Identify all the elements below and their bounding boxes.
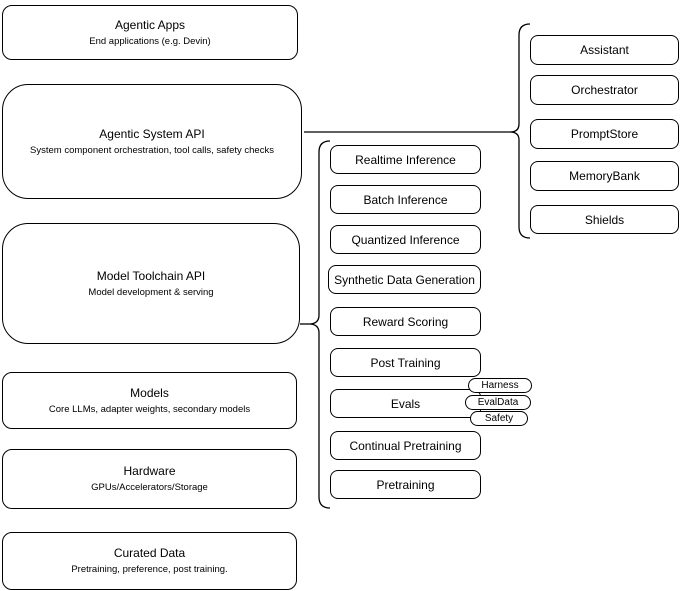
node-subtitle: Pretraining, preference, post training.: [71, 564, 228, 575]
node-subtitle: Core LLMs, adapter weights, secondary mo…: [48, 403, 251, 415]
node-title: Models: [130, 385, 169, 400]
node-memorybank: MemoryBank: [530, 161, 679, 191]
node-synthetic-data-generation: Synthetic Data Generation: [328, 265, 481, 294]
node-quantized-inference: Quantized Inference: [330, 225, 481, 254]
node-subtitle: End applications (e.g. Devin): [89, 35, 211, 47]
node-model-toolchain-api: Model Toolchain API Model development & …: [2, 223, 300, 344]
toolchain-brace: [308, 140, 331, 509]
node-evals: Evals: [330, 389, 481, 418]
node-title: Model Toolchain API: [96, 268, 206, 283]
node-promptstore: PromptStore: [530, 119, 679, 149]
node-hardware: Hardware GPUs/Accelerators/Storage: [2, 449, 297, 509]
tag-safety: Safety: [470, 411, 528, 426]
node-orchestrator: Orchestrator: [530, 75, 679, 105]
node-title: Hardware: [123, 464, 176, 478]
node-subtitle: Model development & serving: [88, 286, 214, 298]
node-subtitle: GPUs/Accelerators/Storage: [91, 482, 208, 493]
node-post-training: Post Training: [330, 348, 481, 377]
node-title: Agentic System API: [99, 126, 205, 141]
node-assistant: Assistant: [530, 35, 679, 65]
node-pretraining: Pretraining: [330, 470, 481, 499]
tag-evaldata: EvalData: [465, 395, 531, 410]
node-curated-data: Curated Data Pretraining, preference, po…: [2, 532, 297, 590]
node-batch-inference: Batch Inference: [330, 185, 481, 214]
node-agentic-apps: Agentic Apps End applications (e.g. Devi…: [2, 5, 298, 60]
node-agentic-system-api: Agentic System API System component orch…: [2, 84, 302, 199]
node-subtitle: System component orchestration, tool cal…: [30, 144, 274, 156]
node-realtime-inference: Realtime Inference: [330, 145, 481, 174]
node-title: Agentic Apps: [114, 17, 186, 32]
node-reward-scoring: Reward Scoring: [330, 307, 481, 336]
node-title: Curated Data: [113, 546, 186, 560]
node-continual-pretraining: Continual Pretraining: [330, 431, 481, 460]
node-models: Models Core LLMs, adapter weights, secon…: [2, 372, 297, 429]
system-components-brace: [509, 23, 531, 239]
tag-harness: Harness: [468, 378, 532, 393]
node-shields: Shields: [530, 205, 679, 234]
